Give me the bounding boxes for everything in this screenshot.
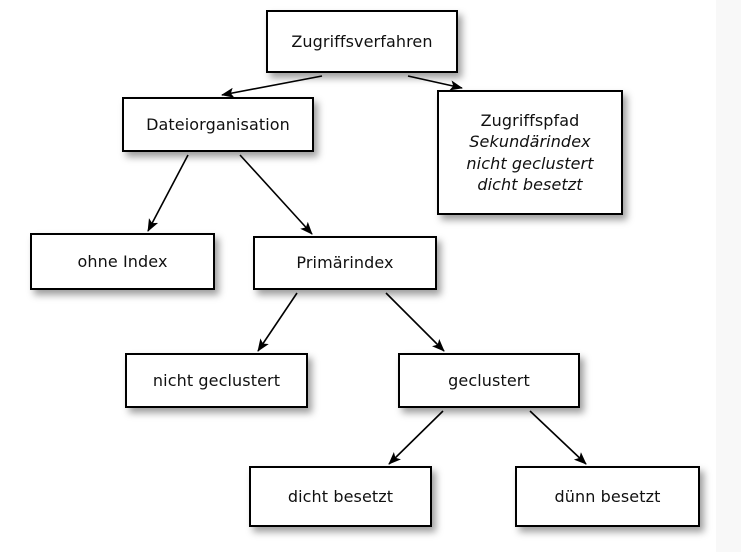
node-label: Sekundärindex <box>469 132 591 152</box>
node-ohne-index[interactable]: ohne Index <box>30 233 215 290</box>
edge-geclustert-to-duenn-besetzt <box>529 410 587 465</box>
node-label: Dateiorganisation <box>146 114 290 134</box>
node-nicht-geclustert[interactable]: nicht geclustert <box>125 353 308 408</box>
node-dateiorganisation[interactable]: Dateiorganisation <box>122 97 314 152</box>
edge-primaerindex-to-geclustert <box>385 292 445 352</box>
node-label: Primärindex <box>296 253 394 273</box>
edge-dateiorganisation-to-primaerindex <box>239 154 313 235</box>
node-label: nicht geclustert <box>152 370 281 390</box>
edge-geclustert-to-dicht-besetzt <box>388 410 444 465</box>
node-primaerindex[interactable]: Primärindex <box>253 236 437 290</box>
node-label: Zugriffsverfahren <box>291 31 433 51</box>
edge-dateiorganisation-to-ohne-index <box>147 154 189 232</box>
node-label: dünn besetzt <box>554 486 661 506</box>
edge-zugriffsverfahren-to-zugriffspfad <box>407 75 463 91</box>
node-label: dicht besetzt <box>477 174 583 194</box>
node-label: nicht geclustert <box>466 153 594 173</box>
node-zugriffsverfahren[interactable]: Zugriffsverfahren <box>266 10 458 73</box>
edge-zugriffsverfahren-to-dateiorganisation <box>221 75 323 98</box>
edge-group <box>147 75 587 465</box>
node-geclustert[interactable]: geclustert <box>398 353 580 408</box>
edge-primaerindex-to-nicht-geclustert <box>257 292 298 352</box>
right-edge-panel-strip <box>716 0 741 552</box>
node-label: dicht besetzt <box>287 486 394 506</box>
node-dicht-besetzt[interactable]: dicht besetzt <box>249 466 432 527</box>
node-label: Zugriffspfad <box>480 111 580 131</box>
node-label: ohne Index <box>77 251 168 271</box>
node-label: geclustert <box>448 370 530 390</box>
node-duenn-besetzt[interactable]: dünn besetzt <box>515 466 700 527</box>
